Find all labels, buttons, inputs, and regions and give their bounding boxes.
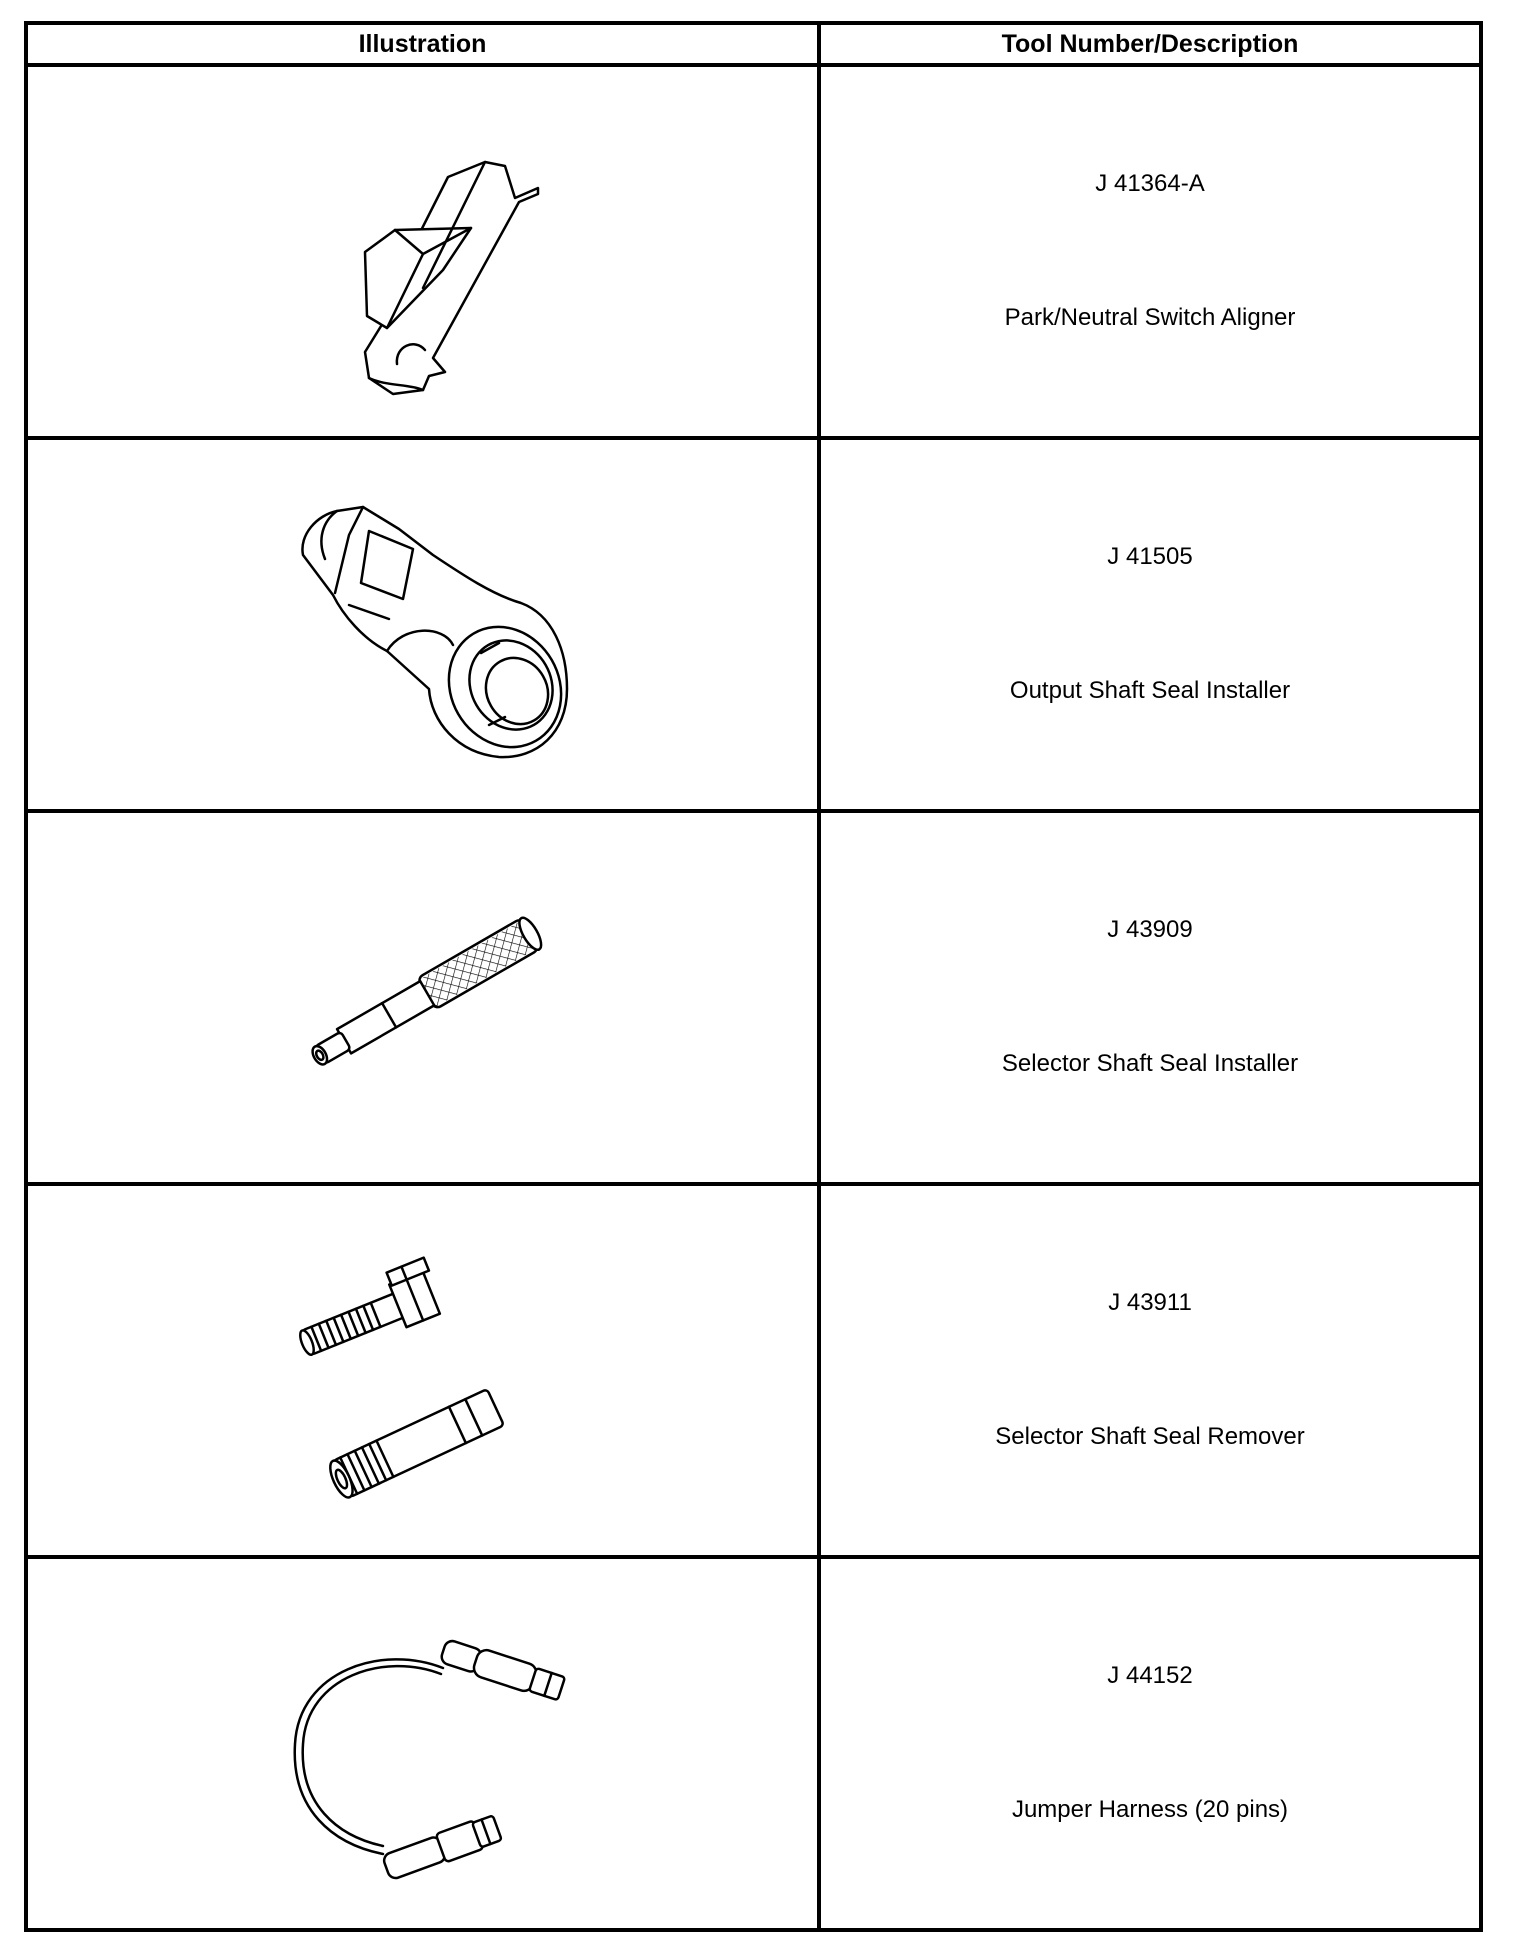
tool-description: Jumper Harness (20 pins)	[1011, 1796, 1289, 1823]
description-cell: J 44152 Jumper Harness (20 pins)	[817, 1555, 1483, 1932]
description-cell: J 41505 Output Shaft Seal Installer	[817, 436, 1483, 813]
description-cell: J 43909 Selector Shaft Seal Installer	[817, 809, 1483, 1186]
header-tool-description: Tool Number/Description	[817, 21, 1483, 67]
jumper-harness-illustration	[293, 1639, 565, 1879]
illustration-cell	[24, 809, 821, 1186]
tool-description: Selector Shaft Seal Installer	[1001, 1050, 1299, 1077]
table-row: J 41364-A Park/Neutral Switch Aligner	[24, 63, 1483, 440]
tool-number: J 43909	[1107, 916, 1193, 943]
illustration-cell	[24, 1182, 821, 1559]
description-cell: J 41364-A Park/Neutral Switch Aligner	[817, 63, 1483, 440]
tool-number: J 44152	[1107, 1662, 1193, 1689]
table-row: J 43911 Selector Shaft Seal Remover	[24, 1182, 1483, 1559]
bolt-and-sleeve-illustration	[298, 1255, 504, 1499]
tool-number: J 43911	[1108, 1289, 1192, 1316]
illustration-cell	[24, 436, 821, 813]
header-illustration: Illustration	[24, 21, 821, 67]
table-row: J 44152 Jumper Harness (20 pins)	[24, 1555, 1483, 1932]
description-cell: J 43911 Selector Shaft Seal Remover	[817, 1182, 1483, 1559]
tool-description: Selector Shaft Seal Remover	[995, 1423, 1305, 1450]
special-tools-table: Illustration Tool Number/Description J 4…	[24, 21, 1483, 1932]
table-row: J 43909 Selector Shaft Seal Installer	[24, 809, 1483, 1186]
tool-number: J 41364-A	[1095, 170, 1205, 197]
table-header-row: Illustration Tool Number/Description	[24, 21, 1483, 67]
tool-number: J 41505	[1107, 543, 1193, 570]
illustration-cell	[24, 63, 821, 440]
knurled-shaft-illustration	[310, 916, 542, 1066]
switch-aligner-illustration	[363, 160, 539, 395]
table-row: J 41505 Output Shaft Seal Installer	[24, 436, 1483, 813]
tool-description: Output Shaft Seal Installer	[1009, 677, 1291, 704]
illustration-cell	[24, 1555, 821, 1932]
tool-description: Park/Neutral Switch Aligner	[1004, 304, 1296, 331]
seal-installer-illustration	[300, 505, 568, 758]
